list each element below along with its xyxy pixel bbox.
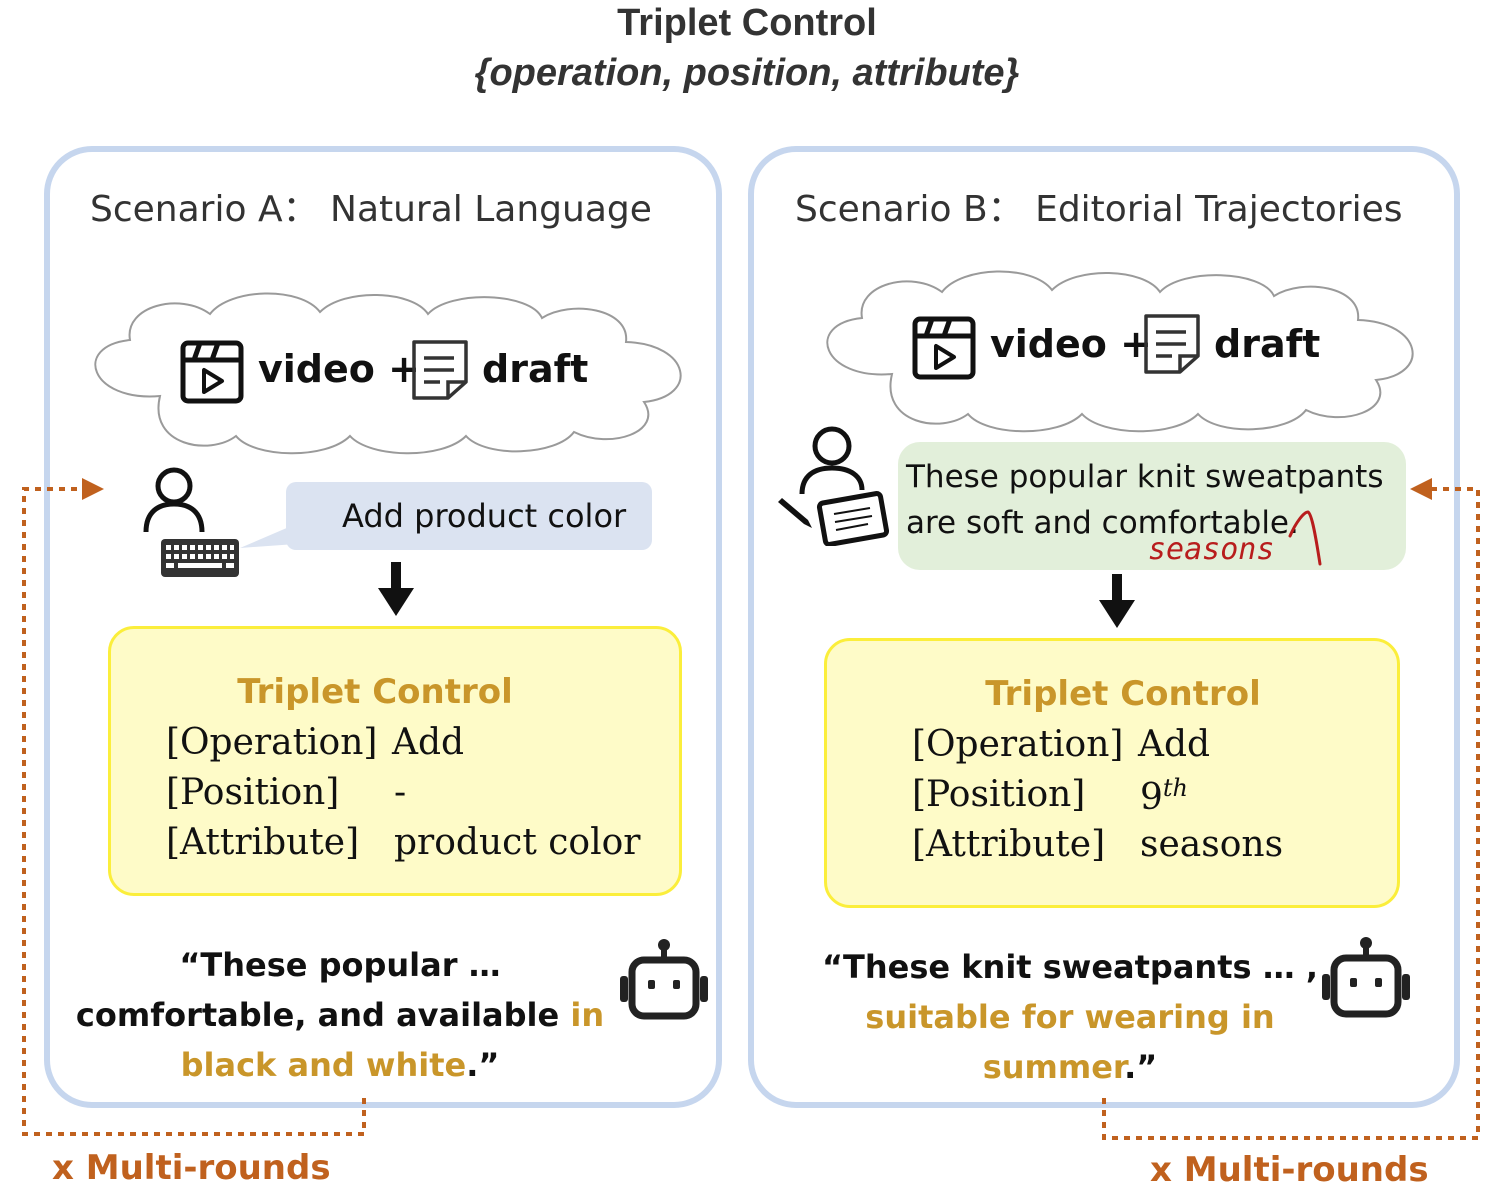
triplet-a-attribute-key: [Attribute] (166, 822, 360, 863)
triplet-a-position-value: - (394, 772, 407, 813)
video-clapper-icon (912, 316, 976, 380)
position-number: 9 (1140, 777, 1163, 818)
triplet-a-attribute-value: product color (394, 822, 641, 863)
arrow-down-icon (378, 562, 414, 616)
instruction-bubble: Add product color (286, 482, 652, 550)
cloud-b-draft-label: draft (1214, 322, 1321, 366)
scenario-a-panel (44, 146, 722, 1108)
bubble-a-tail (240, 524, 296, 548)
draft-bubble: These popular knit sweatpants are soft a… (898, 442, 1406, 570)
draft-line-1: These popular knit sweatpants (906, 459, 1384, 495)
document-icon (1144, 314, 1200, 374)
output-a-line-3: black and white.” (60, 1040, 620, 1090)
cloud-a (94, 292, 682, 455)
robot-icon (1322, 937, 1410, 1018)
output-a-line-3-highlight: black and white (180, 1046, 467, 1084)
triplet-a-operation-value: Add (392, 722, 465, 763)
output-b-line-3-highlight: summer (982, 1048, 1125, 1086)
arrow-down-icon (1099, 574, 1135, 628)
multi-rounds-a-label: x Multi-rounds (52, 1148, 331, 1188)
page-title: Triplet Control (617, 2, 877, 44)
triplet-a-operation-key: [Operation] (166, 722, 378, 763)
output-a-line-2-highlight: in (570, 996, 605, 1034)
output-a-line-2: comfortable, and available in (60, 990, 620, 1040)
output-b-line-1: “These knit sweatpants … , (822, 948, 1318, 986)
triplet-b-operation-value: Add (1138, 724, 1211, 765)
output-b-line-3-text: .” (1124, 1048, 1158, 1086)
insertion-text: seasons (1148, 532, 1275, 567)
output-a-line-1: “These popular … (179, 946, 501, 984)
insertion-caret-mark (1288, 510, 1322, 566)
triplet-b-title: Triplet Control (985, 674, 1261, 714)
video-clapper-icon (180, 340, 244, 404)
robot-icon (620, 939, 708, 1020)
output-b-line-2: suitable for wearing in (865, 998, 1275, 1036)
triplet-box-a (108, 626, 682, 896)
cloud-b (826, 270, 1414, 433)
page-subtitle: {operation, position, attribute} (474, 52, 1020, 94)
cloud-a-draft-label: draft (482, 347, 589, 391)
triplet-b-attribute-value: seasons (1140, 824, 1284, 865)
triplet-b-attribute-key: [Attribute] (912, 824, 1106, 865)
keyboard-icon (161, 539, 239, 577)
triplet-box-b (824, 638, 1400, 908)
triplet-a-title: Triplet Control (237, 672, 513, 712)
draft-line-2: are soft and comfortable. (906, 505, 1299, 541)
triplet-b-operation-key: [Operation] (912, 724, 1124, 765)
cloud-b-video-label: video + (990, 322, 1152, 366)
output-b-line-3: summer.” (810, 1042, 1330, 1092)
cloud-a-video-label: video + (258, 347, 420, 391)
output-a: “These popular … comfortable, and availa… (60, 940, 620, 1090)
position-ordinal-suffix: th (1162, 774, 1189, 802)
loop-a-arrowhead (82, 478, 104, 500)
multi-rounds-b-label: x Multi-rounds (1150, 1150, 1429, 1190)
user-icon (143, 467, 205, 533)
loop-b-arrowhead (1410, 478, 1432, 500)
output-b: “These knit sweatpants … , suitable for … (810, 942, 1330, 1092)
scenario-b-heading: Scenario B： Editorial Trajectories (795, 189, 1403, 230)
output-a-line-2-text: comfortable, and available (75, 996, 571, 1034)
user-editing-icon (778, 426, 890, 546)
triplet-b-position-key: [Position] (912, 774, 1086, 815)
document-icon (412, 340, 468, 400)
triplet-b-position-value: 9th (1140, 774, 1188, 818)
scenario-b-panel (748, 146, 1460, 1108)
triplet-a-position-key: [Position] (166, 772, 340, 813)
output-a-line-3-text: .” (466, 1046, 500, 1084)
scenario-a-heading: Scenario A： Natural Language (90, 189, 652, 230)
